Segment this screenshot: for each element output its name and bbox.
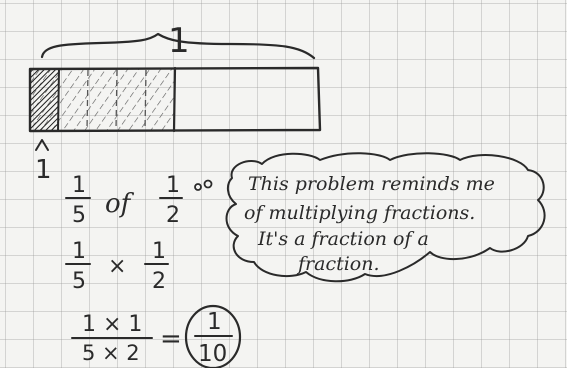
bubble-dot-1 (194, 183, 202, 191)
line2-a-den: 5 (72, 269, 86, 294)
fifth-divider-2 (86, 69, 89, 131)
half-divider (172, 66, 177, 133)
fraction-bar (28, 66, 322, 133)
line1-b-den: 2 (166, 203, 180, 228)
line2-a-num: 1 (72, 239, 86, 264)
fifth-divider-4 (144, 69, 147, 131)
dark-shaded-part (30, 69, 59, 130)
caret-arrow (35, 139, 49, 151)
line1-b-num: 1 (166, 173, 180, 198)
line3-res-den: 10 (198, 341, 227, 367)
whole-label: 1 (168, 21, 190, 61)
fifth-divider-1 (57, 68, 60, 132)
fifth-divider-3 (115, 69, 118, 131)
line2-b-num: 1 (152, 239, 166, 264)
problem-line-2: 1 5 × 1 2 (65, 239, 169, 294)
thought-line-2: of multiplying fractions. (244, 202, 475, 224)
line3-eq: = (160, 324, 182, 354)
line1-a-den: 5 (72, 203, 86, 228)
line3-res-num: 1 (207, 309, 222, 335)
line3-num: 1 × 1 (82, 312, 142, 337)
line1-word: of (105, 189, 135, 219)
line1-a-num: 1 (72, 173, 86, 198)
problem-line-1: 1 5 of 1 2 (65, 173, 183, 228)
bar-outline (28, 66, 322, 133)
part-marker: 1 (35, 155, 52, 185)
thought-line-4: fraction. (296, 253, 380, 275)
line2-op: × (108, 254, 126, 279)
thought-line-3: It's a fraction of a (257, 228, 429, 250)
thought-line-1: This problem reminds me (248, 173, 495, 195)
line3-den: 5 × 2 (82, 341, 140, 365)
whole-brace (40, 32, 316, 60)
thought-bubble (225, 152, 546, 283)
answer-circle (184, 304, 242, 368)
line2-b-den: 2 (152, 269, 166, 294)
bubble-dot-2 (203, 179, 213, 189)
problem-line-3: 1 × 1 5 × 2 = 1 10 (71, 304, 242, 368)
